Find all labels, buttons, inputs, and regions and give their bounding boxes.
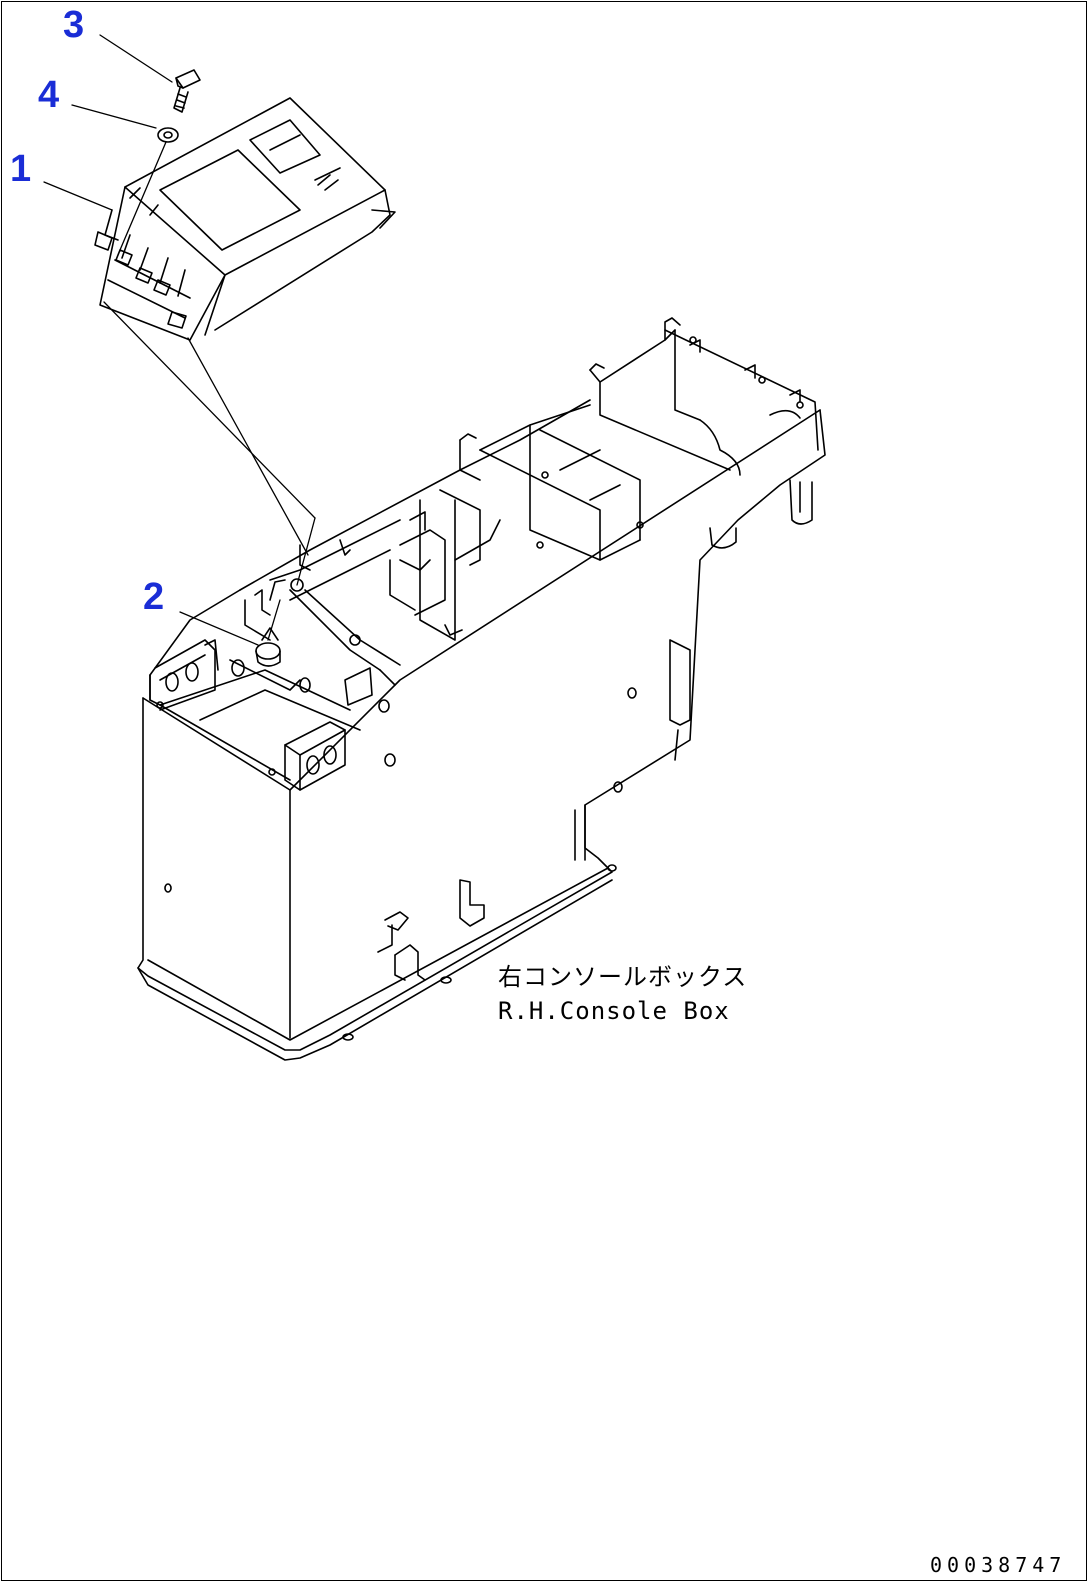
assembly-line-unit-right <box>187 337 309 556</box>
document-number: 00038747 <box>930 1553 1067 1577</box>
callout-3: 3 <box>63 4 85 46</box>
leader-1 <box>43 181 113 211</box>
part-1-monitor-unit <box>94 97 396 341</box>
callout-1: 1 <box>10 148 32 190</box>
assembly-line-nut <box>267 599 281 641</box>
callout-2: 2 <box>143 576 165 618</box>
leader-3 <box>99 34 173 83</box>
indicator-window <box>249 119 321 174</box>
caption-english: R.H.Console Box <box>498 997 730 1025</box>
caption-japanese: 右コンソールボックス <box>498 963 748 991</box>
part-4-washer <box>157 127 179 143</box>
callout-4: 4 <box>38 74 60 116</box>
assembly-line-unit-left <box>103 301 316 519</box>
display-window <box>159 149 301 251</box>
leader-lines <box>43 34 316 646</box>
leader-4 <box>71 104 157 129</box>
leader-2 <box>179 611 259 646</box>
part-3-bolt <box>173 69 201 113</box>
console-box-body <box>137 317 826 1061</box>
assembly-line-washer <box>119 141 167 251</box>
